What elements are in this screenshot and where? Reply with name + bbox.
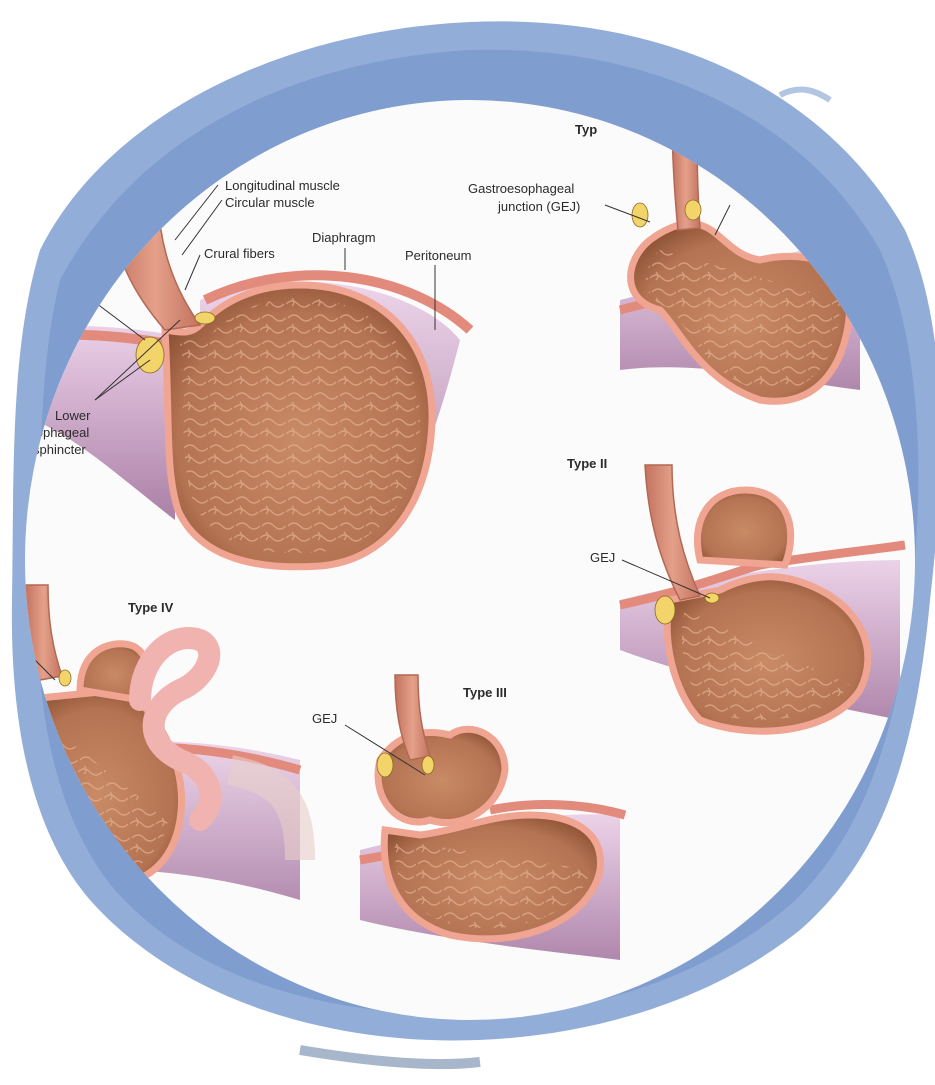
label-diaphragm: Diaphragm (312, 230, 376, 245)
label-peritoneum: Peritoneum (405, 248, 471, 263)
label-crural-fibers: Crural fibers (204, 246, 275, 261)
label-type-ii: Type II (567, 456, 607, 471)
label-les-line1: Lower (55, 408, 91, 423)
label-gej-full-line1: Gastroesophageal (468, 181, 574, 196)
label-circular-muscle: Circular muscle (225, 195, 315, 210)
label-gej-type-iii: GEJ (312, 711, 337, 726)
label-type-i: Typ (575, 122, 597, 137)
label-gej-full-line2: junction (GEJ) (497, 199, 580, 214)
label-longitudinal-muscle: Longitudinal muscle (225, 178, 340, 193)
label-type-iv: Type IV (128, 600, 174, 615)
label-type-iii: Type III (463, 685, 507, 700)
label-les-line3: sphincter (33, 442, 86, 457)
label-gej-type-ii: GEJ (590, 550, 615, 565)
